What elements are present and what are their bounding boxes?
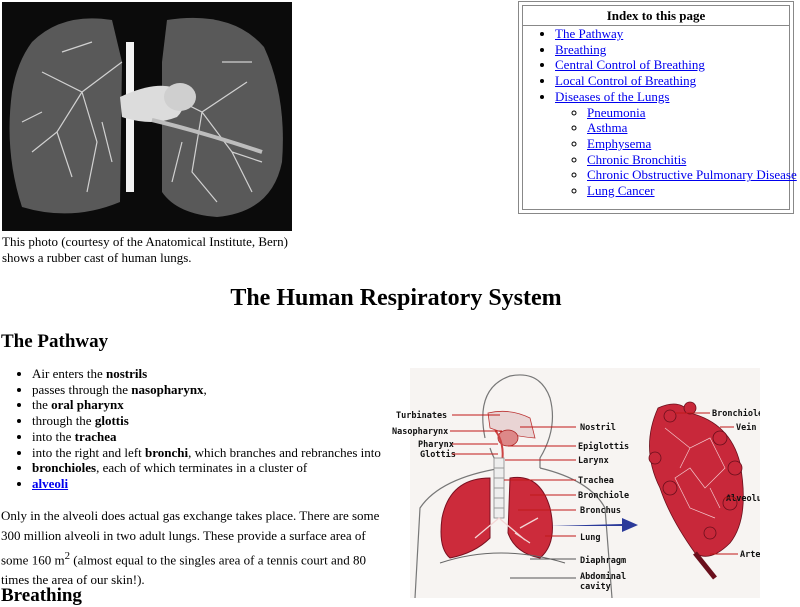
label-diaphragm: Diaphragm (580, 555, 626, 566)
index-link-asthma[interactable]: Asthma (587, 120, 628, 136)
index-item: Breathing (555, 42, 789, 58)
label-bronchiole: Bronchiole (578, 490, 629, 501)
label-epiglottis: Epiglottis (578, 441, 629, 452)
index-title: Index to this page (523, 7, 789, 26)
index-subitem: Emphysema (587, 136, 789, 152)
index-subitem: Chronic Bronchitis (587, 152, 789, 168)
pathway-item: bronchioles, each of which terminates in… (32, 460, 412, 476)
artery-vessel (693, 551, 717, 580)
pathway-item: alveoli (32, 476, 412, 492)
label-alveolus: Alveolus (726, 494, 760, 504)
pathway-item: Air enters the nostrils (32, 366, 412, 382)
label-turbinates: Turbinates (396, 410, 447, 421)
index-link-pneumonia[interactable]: Pneumonia (587, 104, 646, 120)
diagram-labels-right: Bronchiole Vein Alveolus Artery (712, 408, 771, 560)
index-subitem: Chronic Obstructive Pulmonary Disease (587, 167, 797, 183)
page-title: The Human Respiratory System (230, 285, 562, 311)
index-link-chronic-bronchitis[interactable]: Chronic Bronchitis (587, 151, 687, 167)
label-cavity: cavity (580, 581, 611, 592)
index-subitem: Asthma (587, 120, 789, 136)
index-item: The Pathway (555, 26, 789, 42)
capillary-net (664, 427, 726, 519)
pathway-term: nasopharynx (131, 381, 204, 397)
index-link-breathing[interactable]: Breathing (555, 41, 607, 57)
label-bronchus: Bronchus (580, 506, 621, 516)
pathway-term: glottis (94, 413, 129, 429)
label-vein: Vein (736, 422, 756, 433)
index-link-central-control[interactable]: Central Control of Breathing (555, 57, 705, 73)
index-subitem: Pneumonia (587, 105, 789, 121)
label-larynx: Larynx (578, 456, 609, 466)
photo-caption: This photo (courtesy of the Anatomical I… (2, 234, 288, 265)
alveolus-cluster (648, 401, 744, 557)
pathway-term: bronchi (145, 444, 189, 460)
respiratory-diagram: Turbinates Nasopharynx Pharynx Glottis N… (390, 368, 771, 599)
body-outline (414, 374, 613, 599)
label-nasopharynx: Nasopharynx (392, 427, 448, 437)
index-link-copd[interactable]: Chronic Obstructive Pulmonary Disease (587, 167, 797, 183)
index-link-pathway[interactable]: The Pathway (555, 26, 624, 41)
index-item: Local Control of Breathing (555, 73, 789, 89)
pathway-term: oral pharynx (51, 397, 124, 413)
label-glottis: Glottis (420, 449, 456, 460)
index-subitem: Lung Cancer (587, 183, 789, 199)
pathway-term: trachea (74, 428, 117, 444)
pathway-term: nostrils (106, 366, 148, 381)
page-index-inner: Index to this page The Pathway Breathing… (522, 5, 797, 210)
lung-cast-illustration (2, 2, 292, 231)
label-trachea: Trachea (578, 476, 614, 486)
leader-lines-lower (510, 558, 576, 579)
label-nostril: Nostril (580, 422, 616, 433)
pathway-item: the oral pharynx (32, 397, 412, 413)
index-list: The Pathway Breathing Central Control of… (523, 26, 797, 199)
pathway-item: into the right and left bronchi, which b… (32, 445, 412, 461)
index-link-lung-cancer[interactable]: Lung Cancer (587, 183, 655, 199)
label-artery: Artery (740, 550, 760, 560)
index-link-diseases[interactable]: Diseases of the Lungs (555, 88, 670, 104)
pathway-list: Air enters the nostrils passes through t… (0, 366, 412, 492)
leader-lines-right (675, 412, 738, 555)
page-index: Index to this page The Pathway Breathing… (518, 1, 797, 214)
leader-lines-middle (504, 426, 576, 537)
alveoli-link[interactable]: alveoli (32, 475, 69, 491)
pathway-item: through the glottis (32, 413, 412, 429)
section-heading-pathway: The Pathway (1, 331, 109, 352)
alveoli-paragraph: Only in the alveoli does actual gas exch… (1, 508, 380, 588)
lungs (440, 476, 553, 559)
zoom-arrow (550, 518, 638, 532)
pathway-term: bronchioles (32, 460, 97, 476)
diagram-labels-middle: Nostril Epiglottis Larynx Trachea Bronch… (578, 422, 629, 592)
pathway-item: into the trachea (32, 429, 412, 445)
diagram-labels-left: Turbinates Nasopharynx Pharynx Glottis (392, 410, 456, 460)
index-item: Central Control of Breathing (555, 57, 789, 73)
leader-lines-left (450, 414, 502, 455)
section-heading-breathing: Breathing (1, 585, 82, 606)
label-pharynx: Pharynx (418, 440, 454, 450)
trachea (493, 457, 505, 519)
pathway-item: passes through the nasopharynx, (32, 382, 412, 398)
index-link-emphysema[interactable]: Emphysema (587, 135, 652, 151)
respiratory-diagram-svg: Turbinates Nasopharynx Pharynx Glottis N… (392, 368, 771, 599)
lung-cast-photo (2, 2, 292, 231)
index-link-local-control[interactable]: Local Control of Breathing (555, 73, 697, 89)
index-item: Diseases of the Lungs Pneumonia Asthma E… (555, 88, 797, 199)
label-lung: Lung (580, 533, 600, 543)
index-sublist: Pneumonia Asthma Emphysema Chronic Bronc… (555, 105, 797, 199)
label-bronchiole-zoom: Bronchiole (712, 408, 760, 419)
label-abdominal: Abdominal (580, 571, 626, 582)
